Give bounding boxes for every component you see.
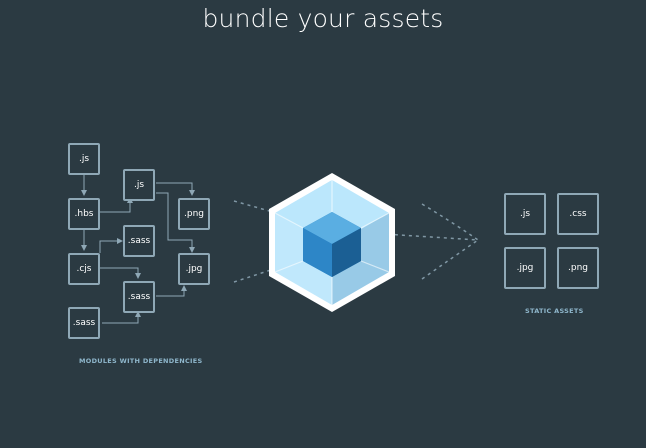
asset-jpg: .jpg: [504, 247, 546, 289]
modules-caption: MODULES WITH DEPENDENCIES: [79, 357, 203, 365]
module-sass-c: .sass: [68, 307, 100, 339]
module-hbs: .hbs: [68, 198, 100, 230]
module-js-top: .js: [68, 143, 100, 175]
module-png: .png: [178, 198, 210, 230]
module-sass-a: .sass: [123, 225, 155, 257]
asset-png: .png: [557, 247, 599, 289]
module-cjs: .cjs: [68, 253, 100, 285]
static-assets-caption: STATIC ASSETS: [525, 307, 584, 315]
page-title: bundle your assets: [202, 4, 444, 33]
module-jpg: .jpg: [178, 253, 210, 285]
module-sass-b: .sass: [123, 281, 155, 313]
module-js-mid: .js: [123, 169, 155, 201]
asset-js: .js: [504, 193, 546, 235]
asset-css: .css: [557, 193, 599, 235]
